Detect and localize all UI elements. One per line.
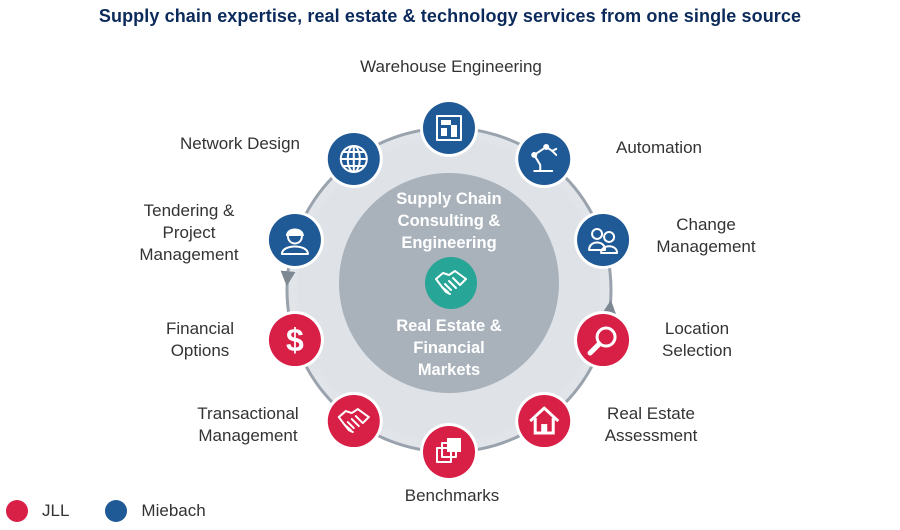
center-bottom-line: Markets [418,361,480,379]
globe-icon [339,144,368,173]
service-node [324,392,383,451]
service-label: Network Design [180,134,300,153]
robotic-arm-icon [531,143,558,172]
service-node [574,210,633,269]
service-labels: Warehouse EngineeringAutomationChangeMan… [139,57,756,505]
node-badge [423,102,475,154]
service-label: Management [139,245,239,264]
node-badge [268,314,321,367]
center-bottom-line: Real Estate & [396,317,502,335]
service-label: Assessment [605,426,698,445]
handshake-icon [435,270,467,295]
center-top-line: Engineering [401,234,496,252]
service-label: Location [665,319,729,338]
service-label: Project [163,223,216,242]
service-node [515,392,574,451]
legend-item-jll: JLL [6,500,69,522]
ring-direction-arrow [601,300,617,316]
service-label: Warehouse Engineering [360,57,542,76]
service-node: $ [265,311,324,370]
node-badge [577,213,630,266]
dollar-icon: $ [286,322,304,358]
service-node [515,129,574,188]
node-badge [268,213,321,266]
legend-item-miebach: Miebach [105,500,206,522]
legend-jll-label: JLL [42,501,70,520]
node-badge [518,132,571,185]
legend-miebach-swatch [105,500,128,522]
service-node [265,210,324,269]
service-node [420,423,478,481]
service-label: Tendering & [144,201,235,220]
service-node [420,99,478,157]
service-nodes: $ [265,99,633,481]
service-label: Management [656,237,756,256]
service-node [574,311,633,370]
legend-jll-swatch [6,500,28,522]
svg-text:$: $ [286,322,304,358]
service-label: Automation [616,138,702,157]
page-title: Supply chain expertise, real estate & te… [98,6,802,26]
people-group-icon [588,227,619,254]
service-node [324,129,383,188]
service-label: Selection [662,341,732,360]
legend-miebach-label: Miebach [141,501,206,520]
legend: JLL Miebach [6,500,242,522]
node-badge [577,314,630,367]
service-label: Financial [166,319,234,338]
center-top-line: Supply Chain [396,190,501,208]
service-label: Options [171,341,230,360]
node-badge [518,395,571,448]
service-label: Management [198,426,298,445]
stacked-squares-icon [436,438,461,463]
center-bottom-line: Financial [413,339,485,357]
service-label: Real Estate [607,404,695,423]
house-icon [529,406,560,435]
warehouse-layout-icon [436,115,462,141]
service-label: Transactional [197,404,298,423]
worker-icon [280,228,309,255]
magnifier-icon [587,326,617,356]
service-label: Change [676,215,736,234]
service-label: Benchmarks [405,486,499,505]
center-top-line: Consulting & [398,212,501,230]
handshake-icon [337,408,370,434]
